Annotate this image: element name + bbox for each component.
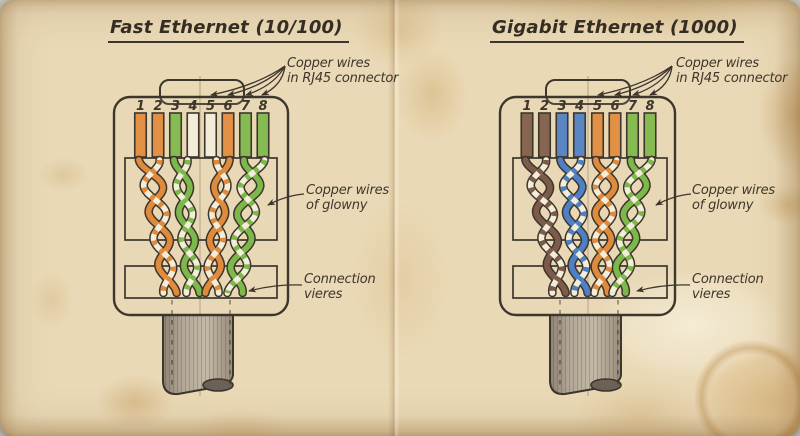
label-copper-wires-rj45-left: Copper wires in RJ45 connector [287, 56, 398, 86]
label-connection-vieres-right: Connection vieres [692, 272, 764, 302]
twisted-wires-window [124, 157, 278, 241]
pin-number: 2 [153, 99, 162, 114]
label-line: Copper wires [692, 183, 775, 198]
pin-number: 3 [557, 99, 566, 114]
pin-7 [238, 112, 253, 158]
cable-cut-end [590, 378, 622, 392]
label-line: Connection [692, 272, 764, 287]
cable [162, 314, 234, 396]
pin-number: 8 [258, 99, 267, 114]
pin-number: 1 [522, 99, 531, 114]
rj45-clip-tab [159, 79, 245, 105]
pin-7 [625, 112, 640, 158]
arrow-to-pin [597, 65, 673, 97]
pin-4 [186, 112, 200, 158]
leader-connection [636, 284, 691, 293]
label-line: of glowny [692, 198, 754, 213]
pin-3 [168, 112, 183, 158]
arrow-to-pin [245, 65, 286, 96]
rj45-clip-tab [545, 79, 631, 105]
annotation-arrows [210, 65, 305, 293]
label-copper-wires-glowny-right: Copper wires of glowny [692, 183, 775, 213]
arrow-to-pin [210, 65, 286, 97]
pin-number: 2 [540, 99, 549, 114]
label-copper-wires-glowny-left: Copper wires of glowny [306, 183, 389, 213]
title-gigabit-ethernet: Gigabit Ethernet (1000) [490, 17, 744, 43]
pin-6 [221, 112, 235, 158]
pin-number: 6 [610, 99, 619, 114]
pin-number: 4 [574, 99, 584, 114]
arrow-to-pin [632, 65, 673, 96]
cable-cut-end [202, 378, 234, 392]
wire-pair-orange [201, 155, 234, 298]
label-line: Copper wires [306, 183, 389, 198]
pin-8 [256, 112, 270, 158]
arrow-to-pin [614, 65, 673, 97]
twisted-wires-window [512, 157, 668, 241]
label-line: of glowny [306, 198, 368, 213]
pin-1 [520, 112, 534, 158]
leader-copper-wires [655, 193, 692, 206]
title-fast-ethernet: Fast Ethernet (10/100) [108, 17, 349, 43]
striped-strand [224, 157, 268, 296]
wire-pair-orange [134, 155, 181, 298]
pin-5 [203, 112, 218, 158]
pin-number: 3 [171, 99, 180, 114]
pin-1 [133, 112, 148, 158]
striped-strand [609, 157, 655, 296]
twisted-pairs [134, 155, 269, 298]
label-copper-wires-rj45-right: Copper wires in RJ45 connector [676, 56, 787, 86]
cable [549, 314, 622, 396]
pin-2 [537, 112, 552, 158]
pin-number: 5 [206, 99, 215, 114]
pin-2 [151, 112, 165, 158]
label-line: Copper wires [676, 56, 759, 71]
pin-5 [590, 112, 605, 158]
label-line: in RJ45 connector [287, 71, 399, 86]
pin-3 [555, 112, 569, 158]
wire-pair-blue [556, 155, 592, 298]
pin-number: 7 [628, 99, 638, 114]
label-line: in RJ45 connector [676, 71, 788, 86]
leader-connection [248, 284, 303, 293]
wire-pair-brown [521, 155, 570, 298]
wire-pair-orange [590, 155, 621, 298]
arrow-to-pin [649, 65, 673, 96]
pin-number: 6 [223, 99, 232, 114]
label-line: Copper wires [287, 56, 370, 71]
arrow-to-pin [261, 65, 286, 96]
arrow-to-pin [227, 65, 286, 97]
pin-4 [572, 112, 587, 158]
wire-pair-green [608, 155, 656, 298]
label-line: vieres [692, 287, 731, 302]
wire-pair-green [223, 155, 269, 298]
label-connection-vieres-left: Connection vieres [304, 272, 376, 302]
label-line: vieres [304, 287, 343, 302]
label-line: Connection [304, 272, 376, 287]
pin-number: 5 [593, 99, 602, 114]
wire-pair-green [169, 155, 204, 298]
pin-number: 1 [136, 99, 145, 114]
pin-number: 7 [241, 99, 251, 114]
pin-8 [643, 112, 657, 158]
twisted-pairs [521, 155, 656, 298]
annotation-arrows [597, 65, 692, 293]
pin-number: 8 [645, 99, 654, 114]
leader-copper-wires [267, 193, 305, 206]
pin-6 [608, 112, 622, 158]
pin-number: 4 [187, 99, 197, 114]
